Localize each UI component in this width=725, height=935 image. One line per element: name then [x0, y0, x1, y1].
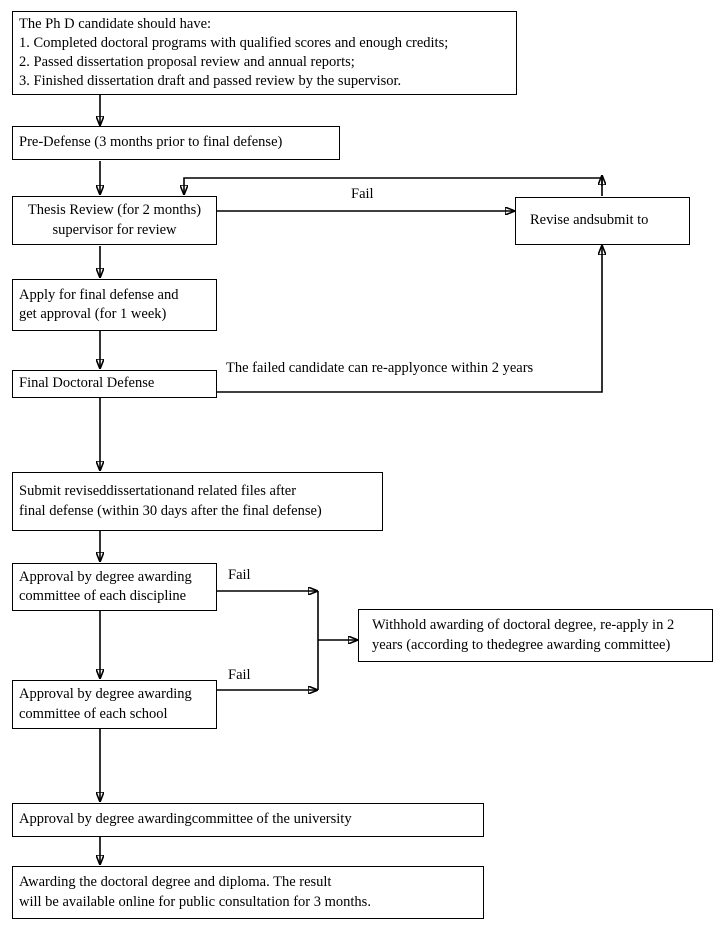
node-approval-university[interactable]: Approval by degree awardingcommittee of …	[12, 803, 484, 837]
node-thesis-review[interactable]: Thesis Review (for 2 months) supervisor …	[12, 196, 217, 245]
node-submit-revised-dissertation[interactable]: Submit reviseddissertationand related fi…	[12, 472, 383, 531]
node-approval-school-label: Approval by degree awarding committee of…	[19, 686, 192, 722]
node-apply-final-defense-label: Apply for final defense and get approval…	[19, 286, 179, 322]
node-thesis-review-label: Thesis Review (for 2 months) supervisor …	[27, 202, 202, 238]
node-pre-defense-label: Pre-Defense (3 months prior to final def…	[19, 134, 283, 151]
node-final-doctoral-defense[interactable]: Final Doctoral Defense	[12, 370, 217, 398]
node-submit-revised-dissertation-label: Submit reviseddissertationand related fi…	[19, 483, 322, 519]
node-approval-discipline[interactable]: Approval by degree awarding committee of…	[12, 563, 217, 611]
edge-label-fail-discipline: Fail	[228, 567, 251, 583]
node-approval-university-label: Approval by degree awardingcommittee of …	[19, 811, 352, 828]
node-approval-school[interactable]: Approval by degree awarding committee of…	[12, 680, 217, 729]
node-revise-and-submit[interactable]: Revise andsubmit to	[515, 197, 690, 245]
node-revise-and-submit-label: Revise andsubmit to	[530, 212, 649, 229]
edge-label-fail-school: Fail	[228, 667, 251, 683]
edge-revise-loop-to-thesisreview	[184, 177, 603, 196]
edge-label-reapply-note: The failed candidate can re-applyonce wi…	[226, 360, 534, 376]
node-requirements[interactable]: The Ph D candidate should have: 1. Compl…	[12, 11, 517, 95]
node-pre-defense[interactable]: Pre-Defense (3 months prior to final def…	[12, 126, 340, 160]
node-awarding-degree[interactable]: Awarding the doctoral degree and diploma…	[12, 866, 484, 919]
node-withhold-degree[interactable]: Withhold awarding of doctoral degree, re…	[358, 609, 713, 662]
node-awarding-degree-label: Awarding the doctoral degree and diploma…	[19, 874, 371, 910]
edge-label-fail-thesis-review: Fail	[351, 186, 374, 202]
node-final-doctoral-defense-label: Final Doctoral Defense	[19, 375, 155, 392]
node-apply-final-defense[interactable]: Apply for final defense and get approval…	[12, 279, 217, 331]
node-withhold-degree-label: Withhold awarding of doctoral degree, re…	[372, 617, 675, 653]
node-requirements-label: The Ph D candidate should have: 1. Compl…	[19, 15, 449, 90]
node-approval-discipline-label: Approval by degree awarding committee of…	[19, 568, 192, 604]
